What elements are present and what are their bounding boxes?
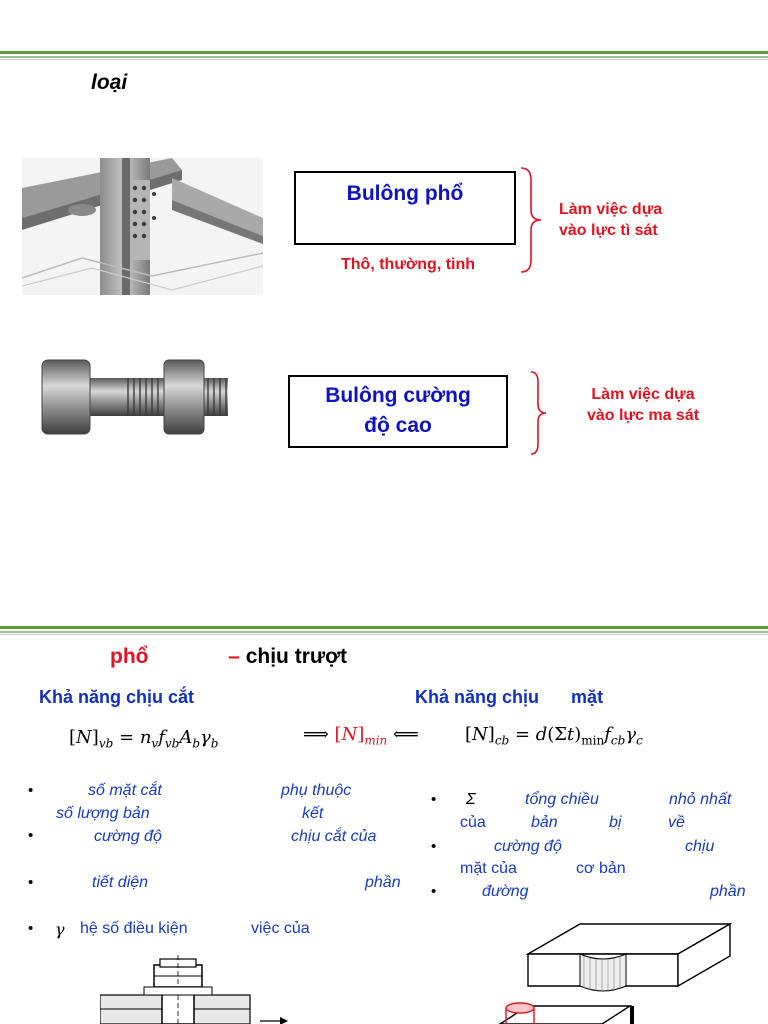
rb1-b: nhỏ nhất — [669, 791, 732, 808]
high-strength-bolt-image — [41, 359, 228, 435]
rb1-c: của — [460, 814, 486, 831]
lb2-b: chịu cắt của — [291, 828, 377, 845]
bearing-heading-b: mặt — [571, 687, 604, 707]
rb2-c: mặt của — [460, 860, 517, 877]
bullet-dot: • — [431, 791, 437, 808]
plate-bearing-diagram — [498, 922, 733, 1024]
shear-formula: [N]vb = nvfvbAbγb — [69, 727, 219, 751]
high-strength-bolt-line1: Bulông cường — [325, 384, 471, 407]
rb2-b: chịu — [685, 838, 715, 855]
slide2-title-dash: – — [228, 645, 240, 668]
slide1-heading: loại — [91, 71, 128, 94]
ordinary-bolt-label: Bulông phổ — [346, 182, 464, 205]
slide2-title-red: phổ — [110, 645, 149, 668]
bearing-formula: [N]cb = d(Σt)minfcbγc — [465, 724, 643, 748]
bullet-dot: • — [431, 838, 437, 855]
shear-capacity-heading: Khả năng chịu cắt — [39, 687, 195, 707]
note-2: Làm việc dựa vào lực ma sát — [576, 384, 710, 426]
bearing-heading-a: Khả năng chịu — [415, 687, 540, 707]
bullet-dot: • — [28, 874, 34, 891]
lb4-b: việc của — [251, 920, 310, 937]
bullet-dot: • — [28, 920, 34, 937]
bolt-section-diagram — [100, 955, 288, 1024]
rb3-a: đường — [482, 883, 529, 900]
min-formula: ⟹ [N]min ⟸ — [303, 724, 419, 748]
slide2-title-rest: chịu trượt — [245, 645, 348, 668]
lb2-a: cường độ — [94, 828, 162, 845]
rb2-d: cơ bản — [576, 860, 626, 877]
note-2-line1: Làm việc dựa — [591, 386, 695, 403]
rb1-a: tổng chiều — [525, 791, 599, 808]
lb4-a: hệ số điều kiện — [80, 920, 188, 937]
ordinary-bolt-box: Bulông phổ — [294, 171, 516, 245]
brace-1 — [520, 167, 542, 273]
middle-divider — [0, 626, 768, 635]
lb3-b: phần — [365, 874, 401, 891]
top-divider — [0, 51, 768, 60]
lb3-a: tiết diện — [92, 874, 149, 891]
high-strength-bolt-box: Bulông cường độ cao — [288, 375, 508, 448]
rb1-e: bị — [609, 814, 622, 831]
lb1-b: phụ thuộc — [281, 782, 352, 799]
ordinary-bolt-types: Thô, thường, tinh — [341, 256, 476, 273]
bullet-dot: • — [431, 883, 437, 900]
gamma-symbol: γ — [55, 920, 65, 939]
rb2-a: cường độ — [494, 838, 562, 855]
sigma-symbol: Σ — [466, 791, 476, 808]
note-2-line2: vào lực ma sát — [586, 407, 700, 424]
steel-frame-image — [22, 158, 263, 295]
lb1-c: số lượng bản — [56, 805, 150, 822]
note-1: Làm việc dựa vào lực tì sát — [559, 199, 662, 241]
slide2-title: phổ – chịu trượt — [110, 645, 347, 669]
note-1-line2: vào lực tì sát — [559, 222, 658, 239]
lb1-d: kết — [302, 805, 324, 822]
rb1-f: về — [668, 814, 685, 831]
rb1-d: bản — [531, 814, 558, 831]
note-1-line1: Làm việc dựa — [559, 201, 663, 218]
bullet-dot: • — [28, 827, 34, 844]
high-strength-bolt-line2: độ cao — [364, 414, 432, 437]
lb1-a: số mặt cắt — [88, 782, 162, 799]
bullet-dot: • — [28, 782, 34, 799]
rb3-b: phần — [710, 883, 746, 900]
brace-2 — [530, 371, 547, 455]
bearing-capacity-heading: Khả năng chịu mặt — [415, 687, 603, 708]
